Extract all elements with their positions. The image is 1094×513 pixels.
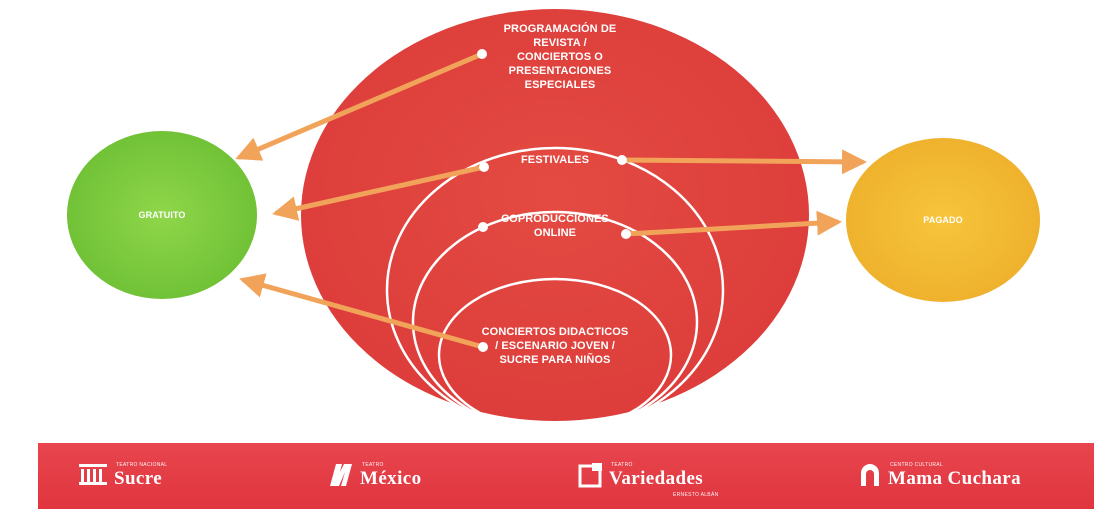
- gratuito-circle: [67, 131, 257, 299]
- label-didacticos-line1: CONCIERTOS DIDACTICOS: [481, 326, 629, 338]
- label-revista-line2: REVISTA /: [533, 37, 587, 49]
- connector-dots: [477, 49, 631, 352]
- logo-mexico-small: TEATRO: [362, 462, 384, 468]
- label-festivales: FESTIVALES: [495, 153, 615, 167]
- logo-mamacuchara: CENTRO CULTURAL Mama Cuchara: [858, 460, 1048, 494]
- logo-variedades-sub: ERNESTO ALBÁN: [673, 492, 719, 498]
- label-revista-line5: ESPECIALES: [524, 79, 596, 91]
- frame-icon: [578, 462, 604, 493]
- label-didacticos-line2: / ESCENARIO JOVEN /: [495, 340, 615, 352]
- dot-didacticos: [478, 342, 488, 352]
- label-revista: PROGRAMACIÓN DE REVISTA / CONCIERTOS O P…: [480, 22, 640, 92]
- arrow-festivales-pagado: [621, 149, 867, 175]
- logo-mexico-name: México: [360, 468, 422, 489]
- label-coproducciones-line1: COPRODUCCIONES: [501, 213, 609, 225]
- dot-revista: [477, 49, 487, 59]
- m-letter-icon: [328, 462, 356, 493]
- diagram: PROGRAMACIÓN DE REVISTA / CONCIERTOS O P…: [67, 9, 1040, 421]
- label-coproducciones-line2: ONLINE: [533, 227, 577, 239]
- pagado-circle: [846, 138, 1040, 302]
- label-pagado: PAGADO: [923, 215, 963, 225]
- dot-festivales-left: [479, 162, 489, 172]
- arrow-didacticos-gratuito: [239, 273, 486, 350]
- arrow-festivales-gratuito: [272, 164, 487, 221]
- logo-sucre-name: Sucre: [114, 468, 163, 489]
- arrow-coproducciones-pagado: [623, 210, 842, 237]
- logo-mamacuchara-small: CENTRO CULTURAL: [890, 462, 944, 468]
- logo-mexico: TEATRO México: [328, 460, 458, 494]
- logo-variedades: TEATRO Variedades ERNESTO ALBÁN: [578, 460, 728, 498]
- footer-banner: TEATRO NACIONAL Sucre TEATRO México TEAT…: [38, 443, 1094, 509]
- label-revista-line3: CONCIERTOS O: [517, 51, 603, 63]
- outer-circle: [301, 9, 809, 421]
- arrows: [235, 51, 867, 350]
- columns-icon: [78, 462, 108, 491]
- logo-mamacuchara-name: Mama Cuchara: [888, 468, 1022, 489]
- dot-festivales-right: [617, 155, 627, 165]
- label-coproducciones: COPRODUCCIONES ONLINE: [490, 212, 620, 240]
- label-didacticos-line3: SUCRE PARA NIÑOS: [499, 354, 611, 366]
- label-revista-line1: PROGRAMACIÓN DE: [503, 23, 617, 35]
- label-revista-line4: PRESENTACIONES: [508, 65, 612, 77]
- logo-sucre-small: TEATRO NACIONAL: [116, 462, 168, 468]
- logo-variedades-name: Variedades: [609, 468, 704, 489]
- arch-icon: [858, 462, 882, 493]
- label-didacticos: CONCIERTOS DIDACTICOS / ESCENARIO JOVEN …: [470, 325, 640, 367]
- arrow-revista-gratuito: [235, 51, 485, 161]
- diagram-canvas: [67, 9, 1040, 421]
- dot-coproducciones-left: [478, 222, 488, 232]
- dot-coproducciones-right: [621, 229, 631, 239]
- logo-sucre: TEATRO NACIONAL Sucre: [78, 460, 228, 494]
- label-gratuito: GRATUITO: [138, 210, 186, 220]
- label-festivales-line1: FESTIVALES: [520, 154, 590, 166]
- logo-variedades-small: TEATRO: [611, 462, 633, 468]
